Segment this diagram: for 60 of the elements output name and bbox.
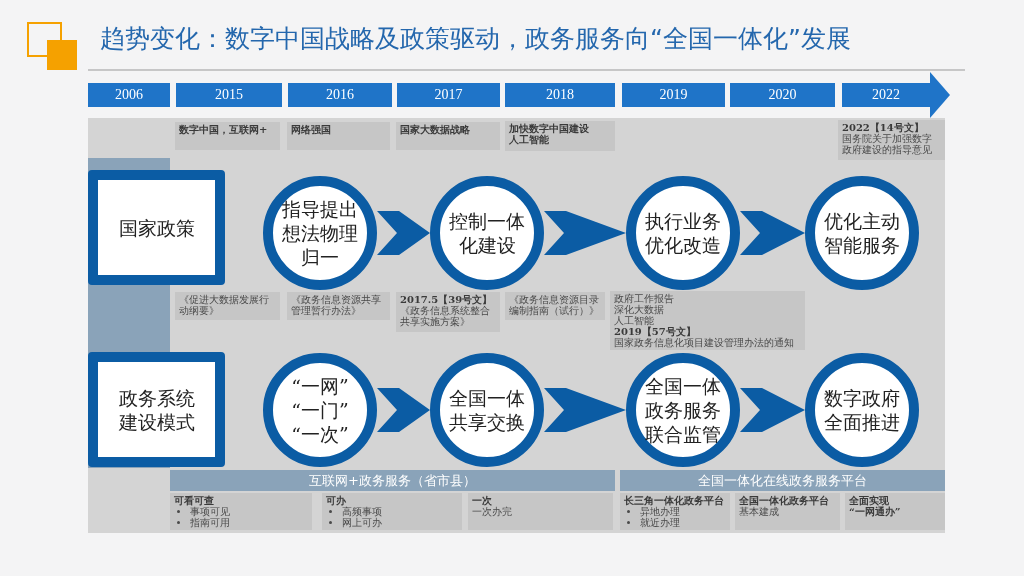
chevron-arrow [740,388,805,432]
note-text: 网上可办 [342,517,383,528]
circle-label: “一网” “一门” “一次” [290,374,350,446]
note-text: “一网通办” [849,506,902,517]
note-text: 一次办完 [472,506,513,517]
note-text: 人工智能 [614,315,654,326]
note-text: 2017.5【39号文】 [400,294,494,305]
note-text: 《政务信息资源共享管理暂行办法》 [291,294,382,316]
note-text: 全面实现 [849,495,890,506]
note-text: 长三角一体化政务平台 [624,495,725,506]
slide-title: 趋势变化：数字中国战略及政策驱动，政务服务向“全国一体化”发展 [100,23,851,55]
note-text: 指南可用 [190,517,231,528]
note-text: 政府工作报告 [614,293,675,304]
note-text: 2022【14号文】 [842,122,924,133]
circle-label: 全国一体共享交换 [448,386,526,434]
category-box [88,352,225,467]
note-text: 全国一体化政务平台 [739,495,830,506]
year-cell: 2019 [622,83,725,107]
year-cell: 2017 [397,83,500,107]
note-text: 深化大数据 [614,304,664,315]
note-text: 网络强国 [291,124,332,135]
chevron-arrow [544,211,626,255]
circle-label: 全国一体政务服务联合监管 [644,374,722,446]
box-label: 政务系统建设模式 [117,385,196,434]
note-text: 异地办理 [640,506,680,517]
category-box [88,170,225,285]
year-cell: 2006 [88,83,170,107]
band-label: 互联网+政务服务（省市县） [309,473,476,488]
note-text: 可办 [326,495,347,506]
note-text: 国家政务信息化项目建设管理办法的通知 [614,337,795,348]
note-text: 国务院关于加强数字政府建设的指导意见 [842,133,933,155]
circle-label: 指导提出想法物理归一 [281,197,359,269]
note-text: 《政务信息资源目录编制指南（试行）》 [509,294,600,316]
note-text: 数字中国，互联网+ [179,124,269,135]
note-text: 就近办理 [640,517,681,528]
band-label: 全国一体化在线政务服务平台 [698,473,867,488]
note-text: 事项可见 [190,506,231,517]
circle-label: 数字政府全面推进 [823,386,901,434]
note-text: 2019【57号文】 [614,326,697,337]
year-cell: 2020 [730,83,835,107]
chevron-arrow [377,211,430,255]
note-text: 基本建成 [739,506,779,517]
note-text: 人工智能 [509,134,549,145]
note-text: 《促进大数据发展行动纲要》 [179,294,270,316]
note-text: 可看可查 [174,495,215,506]
note-text: 国家大数据战略 [400,124,471,135]
note-text: 一次 [472,495,492,506]
note-text: 加快数字中国建设 [509,123,590,134]
year-cell: 2015 [176,83,282,107]
circle-label: 优化主动智能服务 [823,209,901,257]
chevron-arrow [377,388,430,432]
circle-label: 执行业务优化改造 [644,209,722,257]
year-cell: 2018 [505,83,615,107]
chevron-arrow [544,388,626,432]
circle-label: 控制一体化建设 [448,209,526,257]
year-cell: 2016 [288,83,392,107]
note-text: 高频事项 [342,506,383,517]
note-text: 《政务信息系统整合共享实施方案》 [400,305,491,327]
chevron-arrow [740,211,805,255]
box-label: 国家政策 [117,215,196,240]
